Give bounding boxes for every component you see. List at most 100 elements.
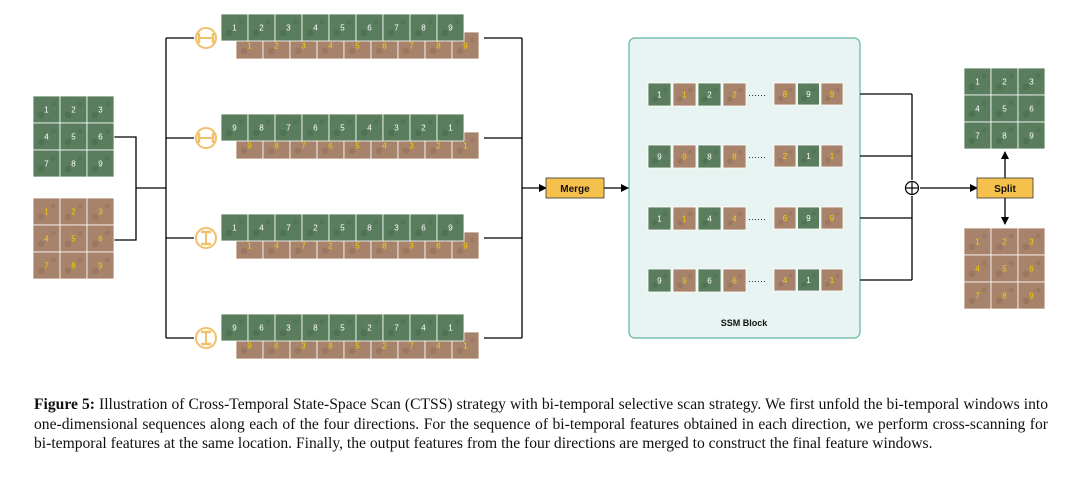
grid-tile: 7 — [32, 149, 61, 178]
tile-label: 3 — [98, 106, 103, 115]
sequence-tile-t1: 4 — [247, 213, 276, 242]
sequence-tile-t2: 1 — [451, 131, 480, 160]
tile-label: 4 — [44, 235, 49, 244]
tile-label: 5 — [340, 224, 345, 233]
tile-label: 9 — [448, 24, 453, 33]
tile-label: 3 — [394, 224, 399, 233]
tile-label: 1 — [232, 224, 237, 233]
tile-label: 7 — [44, 262, 49, 271]
tile-label: 1 — [448, 324, 453, 333]
grid-tile: 5 — [59, 224, 88, 253]
sequence-tile-t1: 6 — [355, 13, 384, 42]
caption-label: Figure 5: — [34, 396, 95, 413]
grid-tile: 1 — [963, 227, 992, 256]
tile-label: 5 — [355, 42, 360, 51]
sequence-tile-t1: 8 — [409, 13, 438, 42]
sequence-tile-t1: 7 — [274, 213, 303, 242]
grid-tile: 4 — [32, 122, 61, 151]
grid-tile: 8 — [59, 149, 88, 178]
tile-label: 4 — [421, 324, 426, 333]
tile-label: 9 — [830, 90, 835, 99]
sum-icon — [904, 180, 920, 196]
tile-label: 9 — [830, 214, 835, 223]
tile-label: 9 — [98, 160, 103, 169]
tile-label: 7 — [409, 42, 414, 51]
tile-label: 6 — [313, 124, 318, 133]
tile-label: 4 — [707, 215, 712, 224]
sequence-tile-t1: 1 — [436, 313, 465, 342]
tile-label: 3 — [409, 142, 414, 151]
tile-label: 5 — [355, 242, 360, 251]
tile-label: 2 — [436, 142, 441, 151]
sequence-tile-t1: 6 — [301, 113, 330, 142]
tile-label: 2 — [382, 342, 387, 351]
tile-label: 6 — [259, 324, 264, 333]
sequence-tile-t1: 7 — [382, 313, 411, 342]
sequence-tile-t1: 4 — [301, 13, 330, 42]
ssm-tile: 1 — [647, 206, 672, 231]
tile-label: 2 — [1002, 78, 1007, 87]
grid-tile: 9 — [86, 251, 115, 280]
grid-tile: 4 — [963, 94, 992, 123]
grid-tile: 1 — [963, 67, 992, 96]
grid-tile: 2 — [990, 227, 1019, 256]
tile-label: 8 — [1002, 132, 1007, 141]
tile-label: 6 — [783, 214, 788, 223]
tile-label: 7 — [301, 242, 306, 251]
split-label: Split — [994, 184, 1016, 195]
tile-label: 1 — [806, 276, 811, 285]
sequence-tile-t1: 5 — [328, 113, 357, 142]
tile-label: 6 — [732, 277, 737, 286]
tile-label: 9 — [657, 153, 662, 162]
ssm-tile: 1 — [647, 82, 672, 107]
ssm-tile: 9 — [672, 144, 697, 169]
tile-label: 6 — [274, 342, 279, 351]
ssm-tile: 8 — [722, 144, 747, 169]
tile-label: 3 — [301, 42, 306, 51]
tile-label: 9 — [1029, 292, 1034, 301]
merge-box: Merge — [545, 177, 605, 199]
sequence-tile-t1: 4 — [409, 313, 438, 342]
tile-label: 7 — [409, 342, 414, 351]
ssm-tile: 4 — [697, 206, 722, 231]
ssm-tile: 6 — [722, 268, 747, 293]
tile-label: 8 — [783, 90, 788, 99]
grid-tile: 6 — [1017, 94, 1046, 123]
grid-tile: 9 — [1017, 121, 1046, 150]
tile-label: 4 — [313, 24, 318, 33]
tile-label: 2 — [783, 152, 788, 161]
grid-tile: 7 — [963, 121, 992, 150]
tile-label: 1 — [657, 91, 662, 100]
caption-text: Illustration of Cross-Temporal State-Spa… — [34, 396, 1048, 452]
sequence-tile-t1: 3 — [274, 13, 303, 42]
ellipsis: ······ — [748, 214, 766, 224]
ssm-tile: 2 — [773, 144, 797, 168]
sequence-tile-t2: 9 — [451, 231, 480, 260]
tile-label: 1 — [463, 142, 468, 151]
tile-label: 9 — [463, 42, 468, 51]
tile-label: 6 — [421, 224, 426, 233]
ssm-tile: 1 — [797, 144, 820, 168]
ssm-tile: 6 — [697, 268, 722, 293]
tile-label: 6 — [98, 133, 103, 142]
ellipsis: ······ — [748, 152, 766, 162]
grid-tile: 3 — [86, 95, 115, 124]
grid-tile: 1 — [32, 197, 61, 226]
tile-label: 8 — [707, 153, 712, 162]
tile-label: 4 — [259, 224, 264, 233]
sequence-tile-t1: 2 — [355, 313, 384, 342]
sequence-tile-t1: 5 — [328, 313, 357, 342]
tile-label: 2 — [421, 124, 426, 133]
tile-label: 4 — [783, 276, 788, 285]
tile-label: 2 — [71, 106, 76, 115]
grid-tile: 6 — [1017, 254, 1046, 283]
tile-label: 5 — [71, 235, 76, 244]
tile-label: 5 — [355, 142, 360, 151]
ellipsis: ······ — [748, 90, 766, 100]
tile-label: 8 — [328, 342, 333, 351]
ssm-tile: 6 — [773, 206, 797, 230]
